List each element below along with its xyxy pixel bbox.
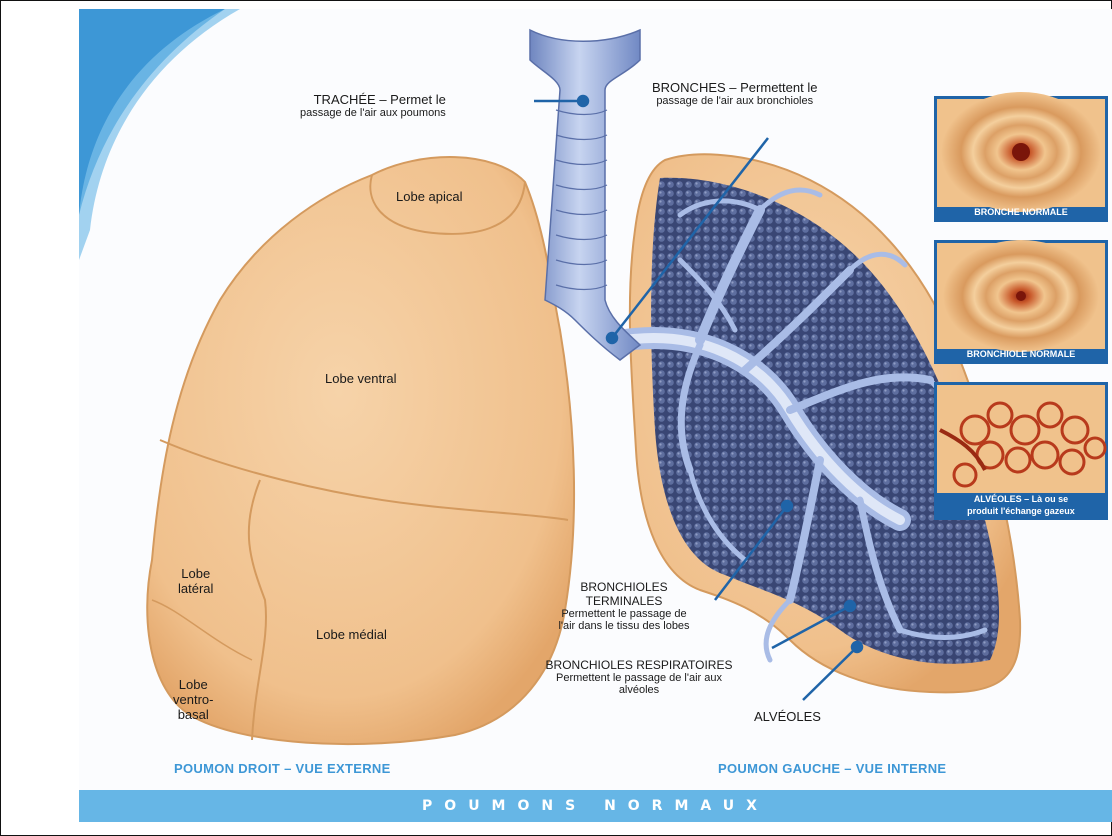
label-terminal-bronchioles: BRONCHIOLES TERMINALES Permettent le pas… xyxy=(524,580,724,632)
lobe-lateral-line-2: latéral xyxy=(178,581,213,596)
inset-alveoles-line-2: produit l'échange gazeux xyxy=(937,505,1105,517)
inset-bronche-label: BRONCHE NORMALE xyxy=(937,207,1105,217)
respiratory-desc-1: Permettent le passage de l'air aux xyxy=(494,672,784,684)
blue-corner-arc xyxy=(79,9,225,215)
caption-right-lung: POUMON DROIT – VUE EXTERNE xyxy=(174,761,391,776)
trachea-title: TRACHÉE – Permet le xyxy=(300,92,446,107)
trachea-desc: passage de l'air aux poumons xyxy=(300,107,446,119)
inset-bronche xyxy=(934,92,1108,222)
label-lobe-ventral: Lobe ventral xyxy=(325,371,397,386)
label-alveoli: ALVÉOLES xyxy=(754,709,821,724)
label-lobe-medial: Lobe médial xyxy=(316,627,387,642)
inset-alveoles-label: ALVÉOLES – Là ou se produit l'échange ga… xyxy=(937,493,1105,517)
right-lung xyxy=(147,157,574,744)
bronchi-desc: passage de l'air aux bronchioles xyxy=(652,95,817,107)
terminal-pointer xyxy=(782,501,792,511)
terminal-desc-1: Permettent le passage de xyxy=(524,608,724,620)
label-lobe-apical: Lobe apical xyxy=(396,189,463,204)
caption-left-lung: POUMON GAUCHE – VUE INTERNE xyxy=(718,761,946,776)
bronchi-pointer xyxy=(607,333,617,343)
label-bronchi: BRONCHES – Permettent le passage de l'ai… xyxy=(652,80,817,107)
respiratory-title: BRONCHIOLES RESPIRATOIRES xyxy=(494,658,784,672)
label-lobe-ventrobasal: Lobe ventro- basal xyxy=(173,677,213,722)
lobe-ventrobasal-line-1: Lobe xyxy=(173,677,213,692)
inset-alveoles-line-1: ALVÉOLES – Là ou se xyxy=(937,493,1105,505)
terminal-desc-2: l'air dans le tissu des lobes xyxy=(524,620,724,632)
respiratory-pointer xyxy=(845,601,855,611)
label-respiratory-bronchioles: BRONCHIOLES RESPIRATOIRES Permettent le … xyxy=(494,658,784,696)
label-lobe-lateral: Lobe latéral xyxy=(178,566,213,596)
terminal-title-1: BRONCHIOLES xyxy=(524,580,724,594)
bronchi-title: BRONCHES – Permettent le xyxy=(652,80,817,95)
alveoli-pointer xyxy=(852,642,862,652)
lobe-lateral-line-1: Lobe xyxy=(178,566,213,581)
lobe-ventrobasal-line-2: ventro- xyxy=(173,692,213,707)
inset-bronchiole-label: BRONCHIOLE NORMALE xyxy=(937,349,1105,359)
lobe-ventrobasal-line-3: basal xyxy=(173,707,213,722)
figure-title: POUMONS NORMAUX xyxy=(79,790,1112,822)
trachea-pointer xyxy=(578,96,588,106)
inset-bronchiole xyxy=(934,240,1108,364)
respiratory-desc-2: alvéoles xyxy=(494,684,784,696)
label-trachea: TRACHÉE – Permet le passage de l'air aux… xyxy=(300,92,446,119)
terminal-title-2: TERMINALES xyxy=(524,594,724,608)
